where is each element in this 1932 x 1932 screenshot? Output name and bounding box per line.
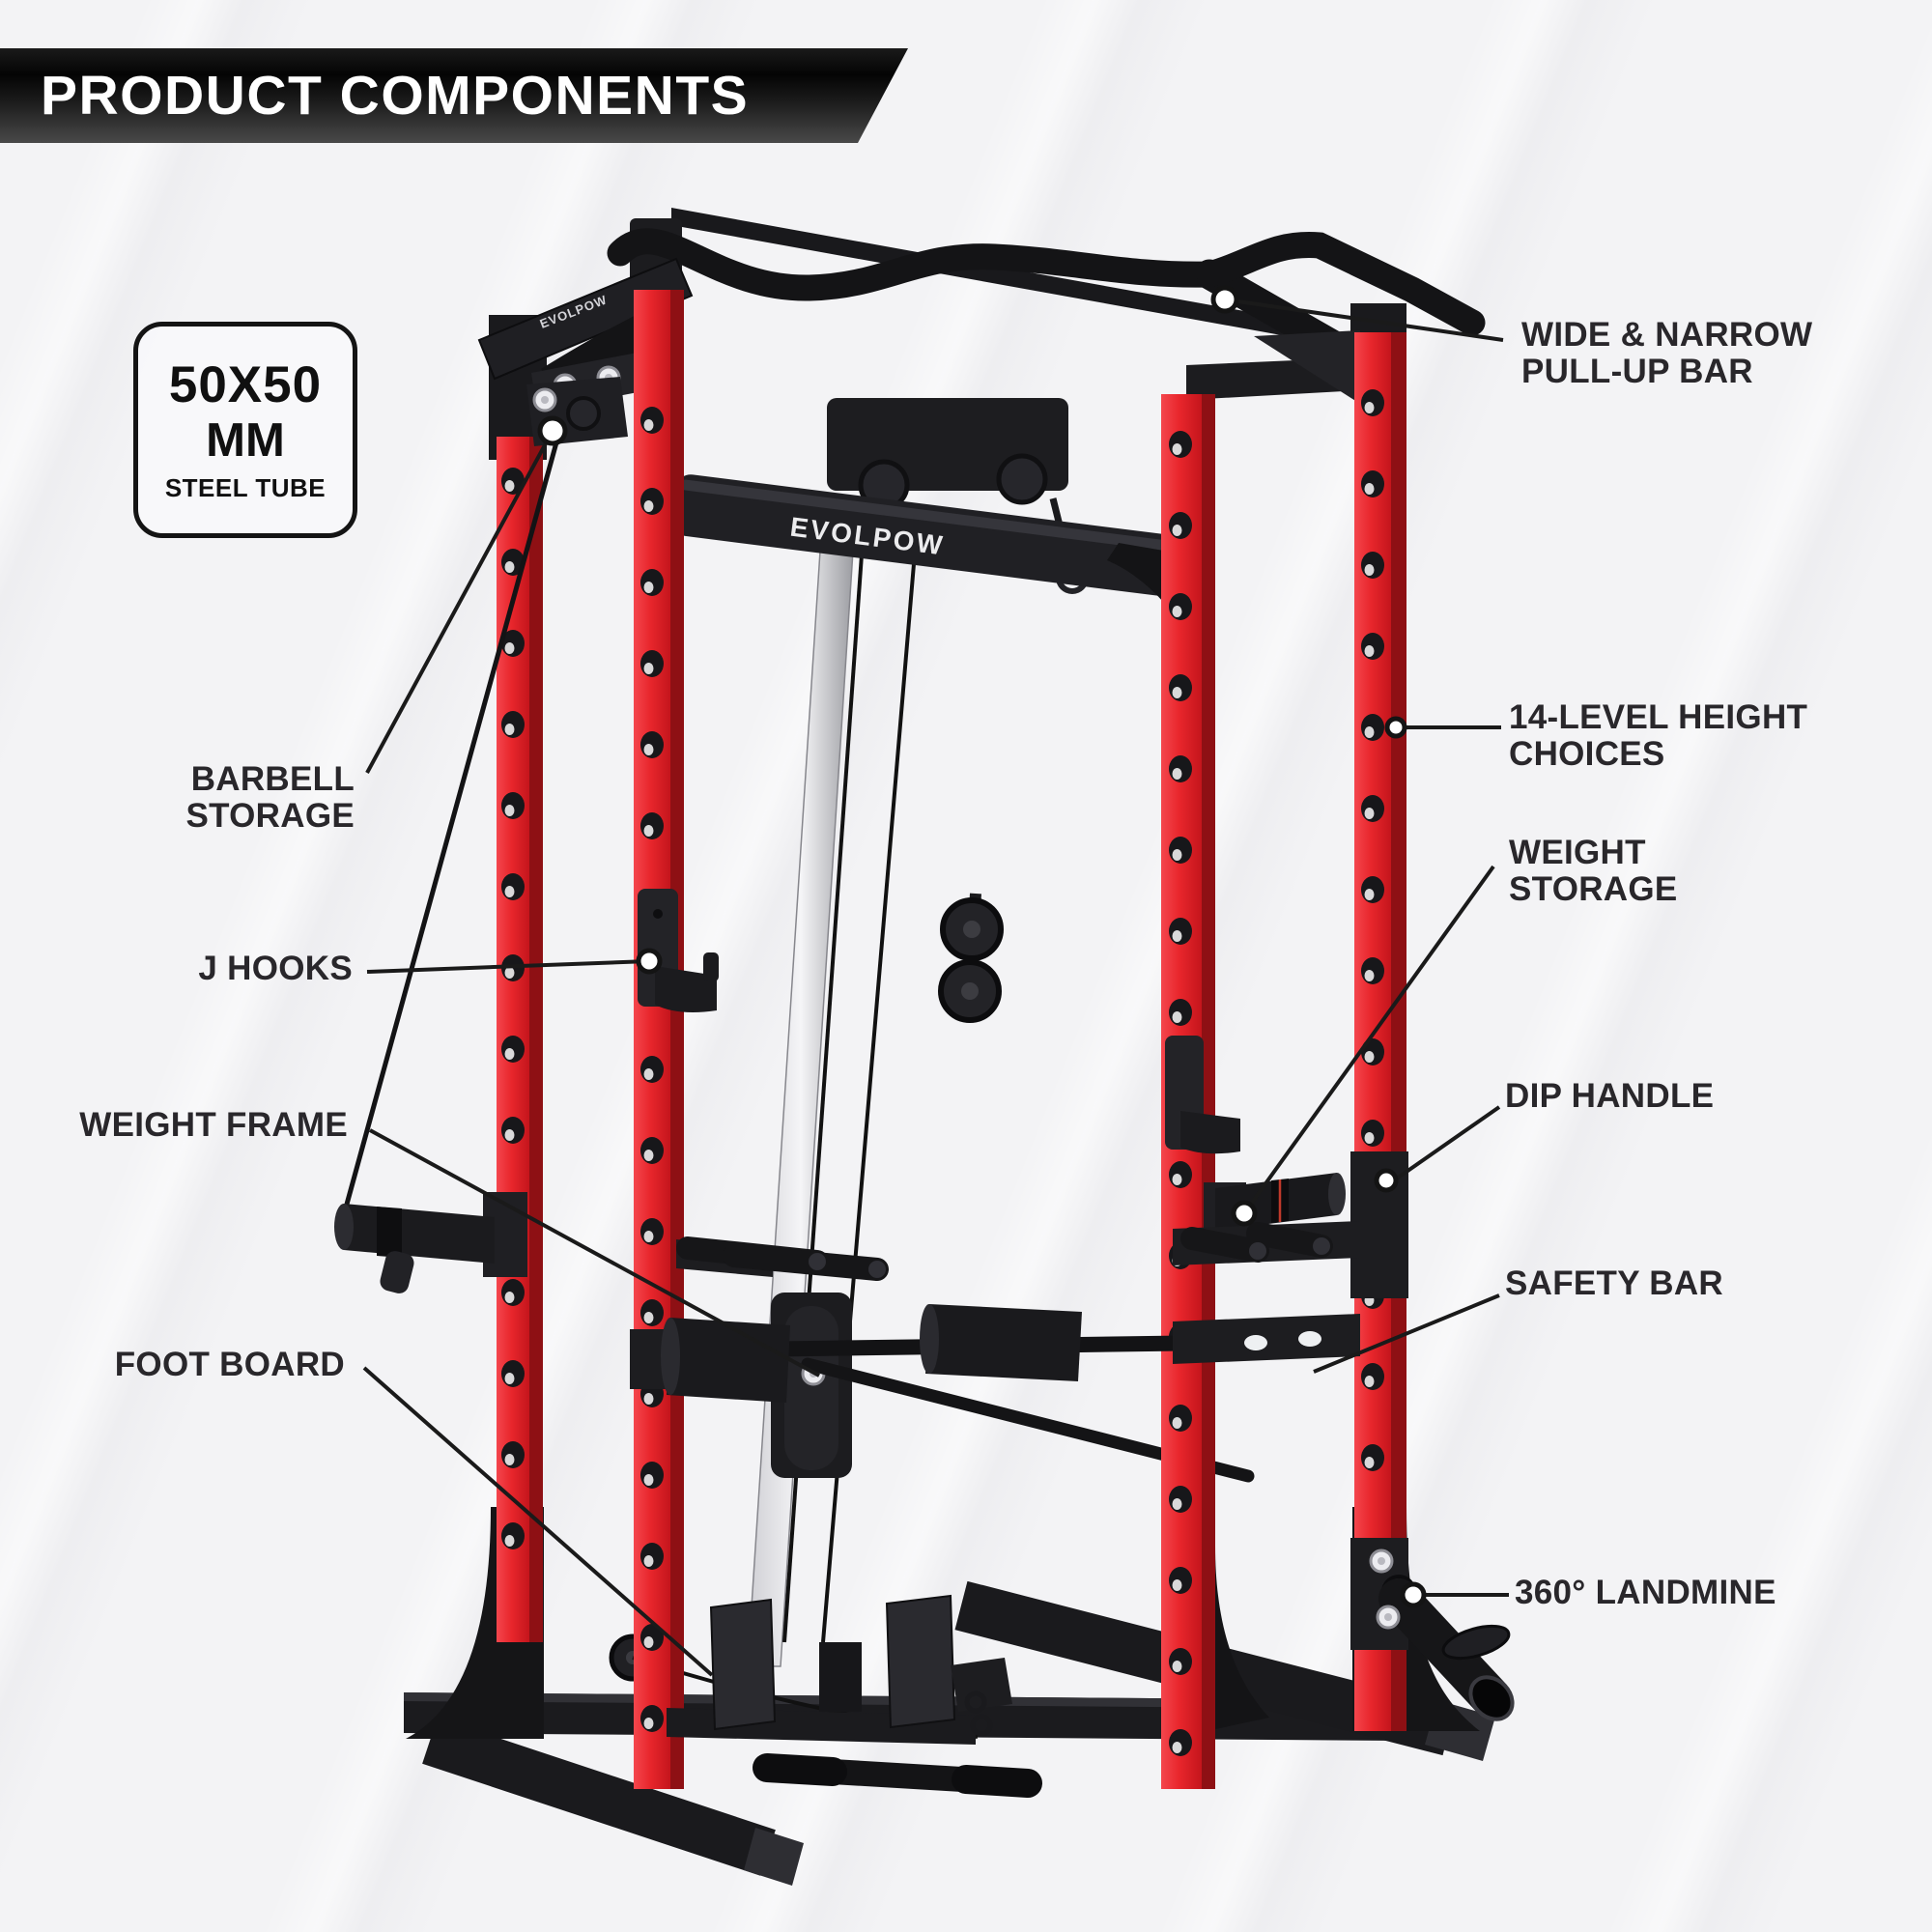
label-pullup-bar: WIDE & NARROW PULL-UP BAR — [1521, 316, 1813, 390]
pulldown-bar — [753, 1658, 1042, 1798]
badge-material: STEEL TUBE — [164, 473, 327, 502]
safety-bar — [630, 1304, 1360, 1403]
marker-landmine — [1400, 1581, 1427, 1608]
j-hook-left — [638, 889, 719, 1012]
title-banner: PRODUCT COMPONENTS — [0, 48, 908, 143]
j-hook-right — [1165, 1036, 1240, 1154]
dip-handles-left — [676, 1236, 889, 1281]
upright-front-left — [634, 290, 684, 1789]
callout-markers — [537, 285, 1427, 1608]
marker-barbell-storage — [537, 415, 568, 446]
callout-lines — [362, 298, 1509, 1677]
top-right-beam — [1186, 303, 1406, 404]
barbell-storage — [337, 377, 628, 1230]
badge-size: 50X50 — [168, 356, 323, 413]
lat-pulley-tower — [609, 398, 1255, 1739]
marker-height-choices — [1384, 716, 1407, 739]
marker-weight-storage — [1231, 1200, 1258, 1227]
label-weight-storage: WEIGHT STORAGE — [1509, 834, 1678, 908]
label-dip-handle: DIP HANDLE — [1505, 1077, 1715, 1115]
badge-unit: MM — [206, 414, 285, 467]
label-height-choices: 14-LEVEL HEIGHT CHOICES — [1509, 698, 1808, 773]
marker-dip-handle — [1374, 1168, 1399, 1193]
front-crossbeam: EVOLPOW — [670, 474, 1198, 649]
dip-handles-right — [1173, 1221, 1360, 1265]
pull-up-bar — [607, 208, 1486, 365]
label-weight-frame: WEIGHT FRAME — [79, 1106, 348, 1144]
marker-j-hooks — [636, 948, 663, 975]
foot-board — [667, 1594, 976, 1745]
upright-rear-right — [1350, 332, 1480, 1731]
label-foot-board: FOOT BOARD — [114, 1346, 345, 1383]
steel-tube-badge: 50X50 MM STEEL TUBE — [133, 322, 357, 538]
page-title: PRODUCT COMPONENTS — [41, 65, 750, 127]
label-barbell-storage: BARBELL STORAGE — [185, 760, 355, 835]
left-weight-horn — [334, 1192, 527, 1293]
marker-pullup-bar — [1210, 285, 1239, 314]
upright-rear-left — [406, 437, 544, 1739]
label-j-hooks: J HOOKS — [198, 950, 353, 987]
label-landmine: 360° LANDMINE — [1515, 1574, 1776, 1611]
label-safety-bar: SAFETY BAR — [1505, 1264, 1723, 1302]
